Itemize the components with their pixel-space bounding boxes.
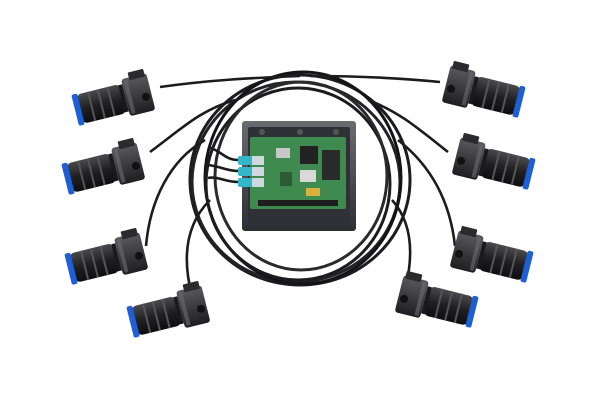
- camera-cables: [144, 74, 457, 297]
- processor-chip: [300, 146, 318, 164]
- carrier-board-enclosure: [205, 121, 356, 231]
- cable-coil: [188, 70, 412, 287]
- pin-header: [258, 200, 338, 206]
- connector-group: [238, 156, 264, 187]
